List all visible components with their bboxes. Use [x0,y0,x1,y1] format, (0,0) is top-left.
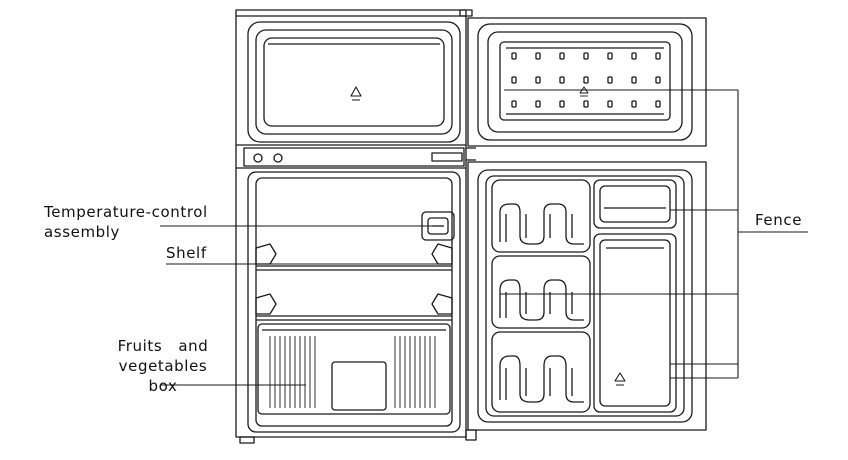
vent-hole [559,100,565,108]
temperature-control-label: Temperature-control assembly [44,202,208,242]
label-line: box [148,377,178,395]
label-line: Fruits and [117,337,209,355]
fruits-box-label: Fruits and vegetables box [104,336,222,396]
shelf-label: Shelf [166,244,207,262]
vent-hole [511,76,517,84]
freezer-door-vents [511,52,661,108]
shelf-supports [255,243,453,315]
can-racks [491,179,591,413]
vent-hole [511,100,517,108]
crisper-ribs [269,336,436,408]
cabinet [235,9,477,444]
vent-hole [559,52,565,60]
vent-hole [511,52,517,60]
vent-hole [535,76,541,84]
vent-hole [655,52,661,60]
recycle-icon [350,86,362,101]
indicator-light [273,153,283,163]
can-rack [491,255,591,329]
vent-hole [559,76,565,84]
can-rack [491,331,591,413]
vent-hole [607,52,613,60]
vent-hole [631,52,637,60]
vent-hole [607,100,613,108]
fence-label: Fence [755,211,803,229]
can-rack [491,179,591,253]
vent-hole [583,52,589,60]
vent-hole [655,76,661,84]
vent-hole [583,100,589,108]
recycle-icon [614,372,626,386]
vent-hole [631,100,637,108]
indicator-light [253,153,263,163]
vent-hole [535,52,541,60]
door-bins [593,179,677,413]
label-line: vegetables [118,357,208,375]
freezer-door [467,17,707,147]
crisper-box [257,323,451,415]
vent-hole [535,100,541,108]
vent-hole [655,100,661,108]
vent-hole [631,76,637,84]
recycle-icon [579,86,589,97]
vent-hole [607,76,613,84]
vent-hole [583,76,589,84]
freezer-compartment [247,21,461,143]
label-line: Temperature-control [44,203,208,221]
fridge-door [466,147,707,431]
label-line: assembly [44,223,121,241]
leader-lines [160,89,808,386]
leader-fence [500,89,808,379]
